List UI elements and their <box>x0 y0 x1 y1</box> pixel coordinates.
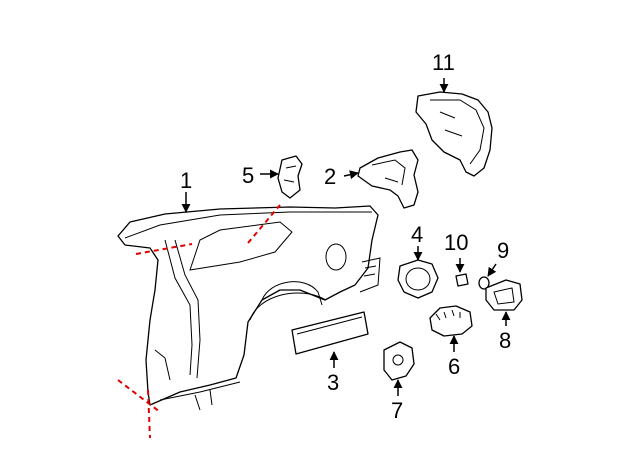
inner-panel-bracket-part[interactable] <box>357 149 419 209</box>
bracket-part-6[interactable] <box>429 305 473 337</box>
molding-part[interactable] <box>291 311 369 355</box>
cut-lines <box>117 204 281 439</box>
bracket-part-5[interactable] <box>277 155 303 199</box>
clip-part-9[interactable] <box>478 276 490 290</box>
callout-2: 2 <box>324 164 336 189</box>
fuel-door-part-8[interactable] <box>485 279 523 311</box>
callout-10: 10 <box>444 230 468 255</box>
callout-6: 6 <box>448 354 460 379</box>
callout-1: 1 <box>180 168 192 193</box>
wheelhouse-part[interactable] <box>415 91 493 177</box>
leader-lines <box>181 78 511 396</box>
callout-7: 7 <box>391 398 403 423</box>
callout-5: 5 <box>242 163 254 188</box>
callout-11: 11 <box>432 50 455 75</box>
small-bumper-part-10[interactable] <box>455 273 469 287</box>
fuel-door-housing-part[interactable] <box>397 259 439 299</box>
bracket-part-7[interactable] <box>383 341 415 381</box>
quarter-panel-part[interactable] <box>117 205 381 411</box>
callout-8: 8 <box>499 328 511 353</box>
callout-3: 3 <box>327 370 339 395</box>
callout-labels: 1 2 3 4 5 6 7 8 9 10 11 <box>180 50 511 423</box>
callout-4: 4 <box>411 222 423 247</box>
callout-9: 9 <box>497 238 509 263</box>
